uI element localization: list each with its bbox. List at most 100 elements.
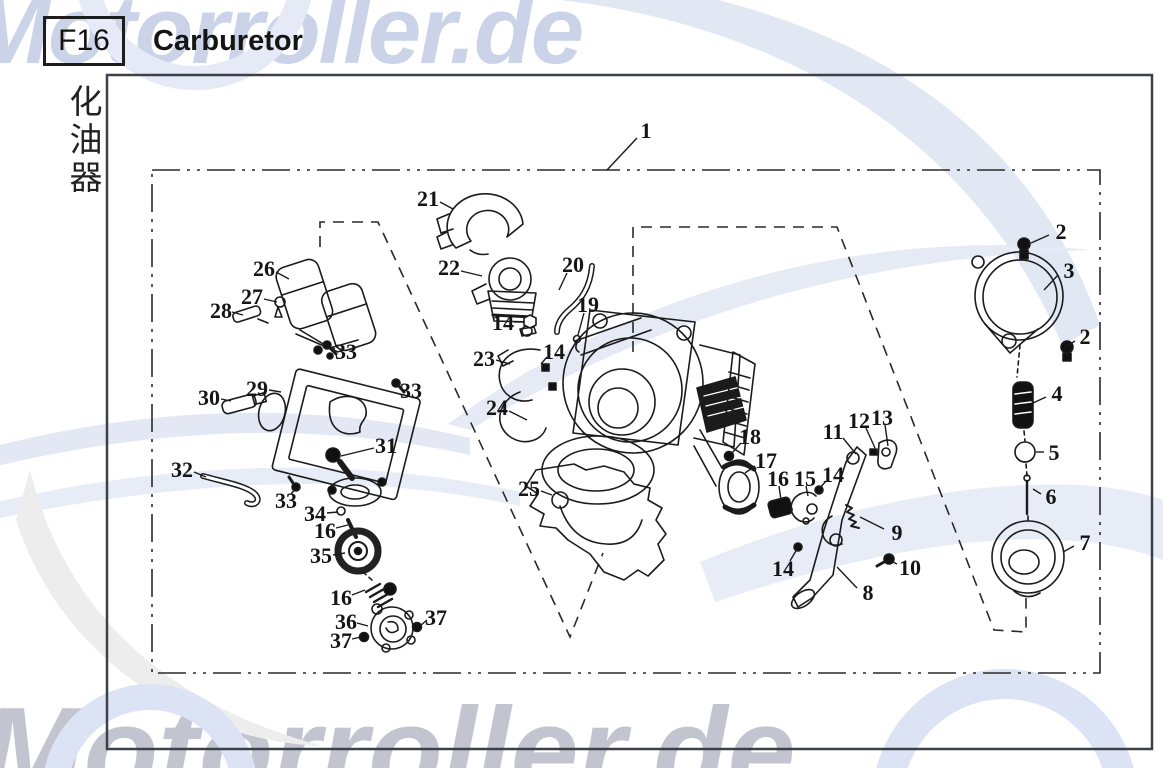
- callout-leader-line: [836, 566, 858, 589]
- top-cover-drawing: [436, 193, 524, 256]
- part-number-label: 26: [253, 256, 275, 281]
- callout-leader-line: [805, 485, 809, 497]
- callout-leader-line: [1062, 545, 1075, 553]
- part-number-label: 14: [543, 339, 565, 364]
- callout-leader-line: [351, 636, 362, 640]
- part-number-label: 35: [310, 543, 332, 568]
- part-number-label: 2: [1080, 324, 1091, 349]
- part-number-label: 14: [492, 310, 514, 335]
- callout-leader-line: [290, 487, 297, 495]
- callout-leader-line: [744, 465, 756, 474]
- callout-leader-line: [842, 437, 857, 455]
- part-number-label: 32: [171, 457, 193, 482]
- part-number-label: 2: [1056, 219, 1067, 244]
- callout-leader-line: [495, 359, 511, 365]
- callout-leader-line: [268, 389, 282, 393]
- part-number-label: 30: [198, 385, 220, 410]
- part-number-label: 20: [562, 252, 584, 277]
- callout-leader-line: [356, 622, 369, 627]
- part-number-label: 37: [425, 605, 447, 630]
- part-number-label: 4: [1052, 381, 1063, 406]
- callout-leader-line: [326, 511, 339, 514]
- callout-leader-line: [193, 471, 207, 478]
- part-number-label: 14: [822, 462, 844, 487]
- callout-leader-line: [1030, 234, 1050, 244]
- part-number-label: 27: [241, 284, 263, 309]
- callout-leader-line: [606, 137, 638, 171]
- callout-leader-line: [731, 442, 742, 454]
- callout-leader-line: [1066, 340, 1076, 347]
- callout-leader-line: [460, 270, 483, 277]
- figure-code-box: F16: [43, 16, 125, 66]
- part-number-label: 5: [1049, 440, 1060, 465]
- part-number-label: 13: [871, 405, 893, 430]
- part-number-label: 33: [400, 378, 422, 403]
- part-number-label: 6: [1046, 484, 1057, 509]
- part-number-label: 33: [335, 339, 357, 364]
- callout-leader-line: [395, 383, 403, 389]
- callout-leader-line: [220, 398, 232, 402]
- part-number-label: 1: [641, 118, 652, 143]
- part-number-label: 11: [823, 419, 844, 444]
- diaphragm-column-drawing: [971, 237, 1074, 598]
- callout-leader-line: [231, 311, 244, 316]
- group-boundaries-dashed: [319, 221, 1027, 640]
- callout-leader-line: [275, 271, 290, 280]
- page-border: [105, 73, 1154, 751]
- part-number-label: 18: [739, 424, 761, 449]
- part-number-label: 23: [473, 346, 495, 371]
- part-number-label: 10: [899, 555, 921, 580]
- callout-leader-line: [888, 559, 898, 565]
- callout-leader-line: [789, 548, 798, 562]
- side-label-chinese: 化油器: [64, 84, 103, 198]
- callout-leader-line: [326, 345, 336, 350]
- part-number-label: 33: [275, 488, 297, 513]
- callout-leader-line: [508, 410, 528, 421]
- part-number-label: 12: [848, 408, 870, 433]
- callout-leader-line: [439, 201, 454, 210]
- part-number-label: 7: [1080, 530, 1091, 555]
- part-number-label: 34: [304, 501, 326, 526]
- part-number-label: 8: [863, 580, 874, 605]
- figure-code: F16: [58, 24, 110, 57]
- carburetor-body-drawing: [541, 309, 756, 545]
- callout-leader-line: [778, 485, 782, 501]
- part-number-label: 14: [772, 556, 794, 581]
- part-number-label: 29: [246, 376, 268, 401]
- float-drawing: [232, 258, 377, 360]
- callout-leader-line: [884, 424, 889, 447]
- part-number-label: 31: [375, 433, 397, 458]
- part-number-label: 19: [577, 292, 599, 317]
- part-number-label: 16: [314, 518, 336, 543]
- callout-leader-line: [818, 480, 827, 490]
- gasket-drawing: [525, 463, 667, 581]
- callout-leader-line: [859, 516, 885, 530]
- part-number-label: 37: [330, 628, 352, 653]
- flange-drawing: [718, 450, 760, 515]
- part-number-label: 22: [438, 255, 460, 280]
- part-number-label: 21: [417, 186, 439, 211]
- callout-leader-line: [335, 524, 349, 529]
- diagram-frame-dashed: [151, 169, 1101, 674]
- part-number-label: 24: [486, 395, 508, 420]
- callout-leader-line: [1043, 274, 1059, 291]
- callout-leader-line: [540, 490, 553, 496]
- part-number-label: 36: [335, 609, 357, 634]
- callout-leader-line: [577, 312, 585, 336]
- part-number-label: 3: [1064, 258, 1075, 283]
- callout-leader-line: [263, 298, 278, 303]
- inlet-drawing: [497, 314, 557, 443]
- part-number-label: 17: [755, 448, 777, 473]
- part-number-label: 15: [794, 466, 816, 491]
- callout-leader-line: [540, 356, 548, 365]
- part-number-label: 9: [892, 520, 903, 545]
- callout-leader-line: [351, 589, 366, 596]
- part-number-label: 16: [330, 585, 352, 610]
- part-number-label: 28: [210, 298, 232, 323]
- part-number-label: 25: [518, 476, 540, 501]
- drain-assembly-drawing: [334, 506, 423, 653]
